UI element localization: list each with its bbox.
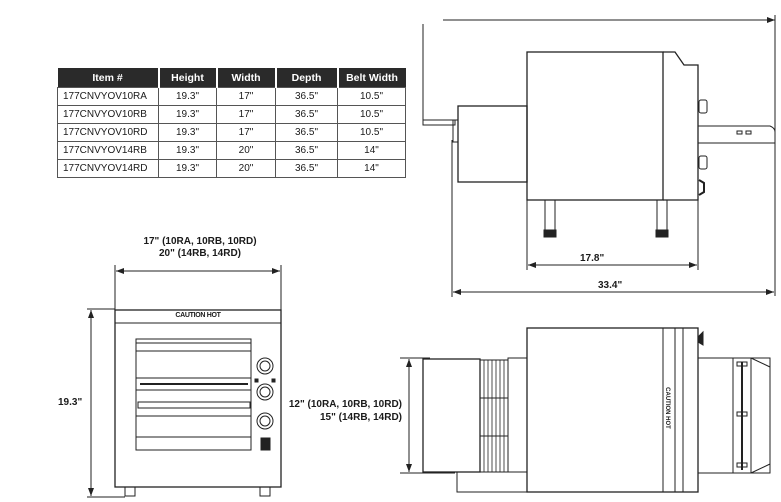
table-cell: 14" <box>337 159 406 178</box>
top-caution-hot-label: CAUTION HOT <box>664 387 670 429</box>
table-cell: 20" <box>216 159 276 178</box>
front-width-label-1: 17" (10RA, 10RB, 10RD) <box>143 236 257 247</box>
front-width-label-2: 20" (14RB, 14RD) <box>159 248 241 259</box>
belt-width-label-1: 12" (10RA, 10RB, 10RD) <box>288 399 402 410</box>
col-height: Height <box>158 68 218 88</box>
leg-span-label: 17.8" <box>580 253 605 264</box>
col-belt-width: Belt Width <box>337 68 406 88</box>
dimensions-table: Item # Height Width Depth Belt Width 177… <box>57 68 406 178</box>
table-header: Item # Height Width Depth Belt Width <box>57 68 406 88</box>
top-view <box>400 327 771 493</box>
col-width: Width <box>216 68 277 88</box>
overall-depth-label: 33.4" <box>598 280 623 291</box>
col-item: Item # <box>57 68 160 88</box>
col-depth: Depth <box>275 68 339 88</box>
front-view <box>87 265 282 498</box>
side-view <box>422 15 776 297</box>
front-height-label: 19.3" <box>58 397 83 408</box>
belt-width-label-2: 15" (14RB, 14RD) <box>320 412 402 423</box>
table-cell: 36.5" <box>275 159 338 178</box>
caution-hot-label: CAUTION HOT <box>175 312 221 319</box>
